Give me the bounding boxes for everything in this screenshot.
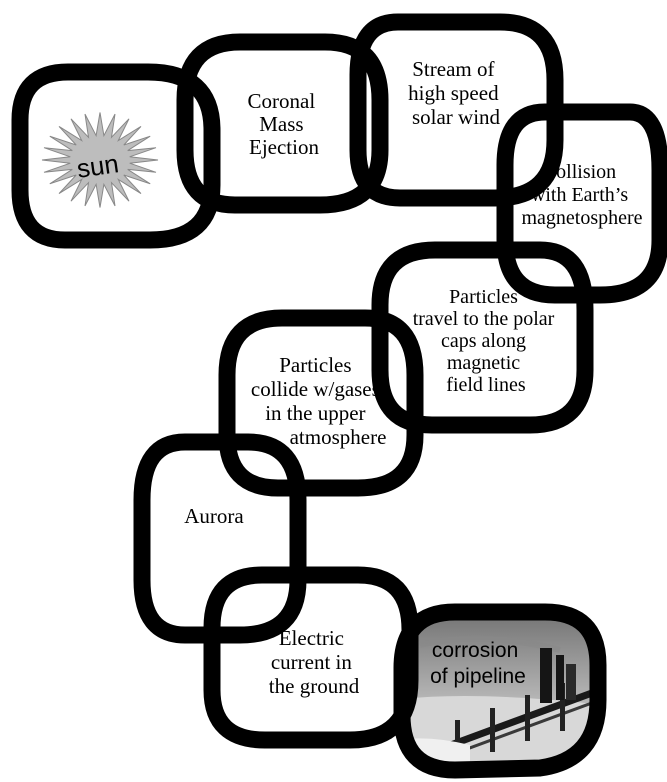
ring-particles-collide (218, 309, 424, 497)
ring-aurora (133, 433, 307, 644)
ring-electric-current (203, 566, 419, 749)
node-label-sun: sun (75, 148, 121, 184)
node-label-electric-current: Electric current in the ground (269, 626, 360, 698)
node-label-cme: Coronal Mass Ejection (248, 89, 321, 159)
ring-solar-wind (349, 13, 564, 207)
ring-cme (176, 33, 389, 214)
node-label-corrosion: corrosion of pipeline (430, 639, 526, 688)
ring-particles-travel (371, 241, 594, 434)
node-label-particles-travel: Particles travel to the polar caps along… (413, 286, 560, 396)
ring-sun (11, 63, 221, 249)
ring-collision (496, 103, 667, 304)
ring-corrosion (393, 603, 607, 779)
sun-starburst-icon (41, 112, 159, 208)
node-label-solar-wind: Stream of high speed solar wind (408, 57, 504, 129)
node-label-aurora: Aurora (184, 504, 244, 528)
node-label-particles-collide: Particles collide w/gases in the upper a… (251, 353, 386, 449)
node-label-collision: Collision with Earth’s magnetosphere (521, 161, 642, 229)
